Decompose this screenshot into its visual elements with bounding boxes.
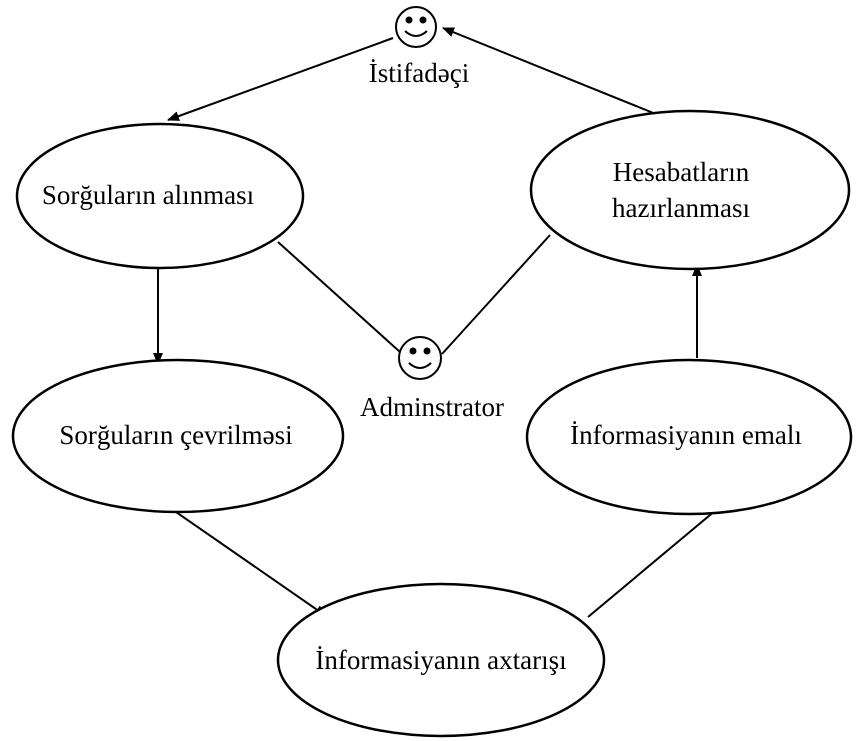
node-sorgularin-cevrilmesi: Sorğuların çevrilməsi <box>11 358 345 514</box>
actor-label: Adminstrator <box>360 392 504 422</box>
smiley-face-icon <box>398 336 442 380</box>
node-shape <box>525 358 853 516</box>
node-label-line2: hazırlanması <box>612 193 750 223</box>
node-label: İnformasiyanın axtarışı <box>315 645 566 675</box>
smiley-face-icon <box>395 6 437 48</box>
node-label: Sorğuların çevrilməsi <box>59 420 292 450</box>
node-shape <box>276 582 606 738</box>
edge-user-to-receive <box>167 37 394 121</box>
node-sorgularin-alinmasi: Sorğuların alınması <box>15 122 305 270</box>
edge-search-to-process <box>587 499 729 618</box>
node-shape <box>11 358 345 514</box>
node-shape <box>529 109 851 271</box>
actor-label: İstifadəçi <box>369 58 469 88</box>
actor-admin: Adminstrator <box>360 336 504 422</box>
node-informasiyanin-axtarisi: İnformasiyanın axtarışı <box>276 582 606 738</box>
node-hesabatlarin-hazirlanmasi: Hesabatların hazırlanması <box>529 109 851 271</box>
node-informasiyanin-emali: İnformasiyanın emalı <box>525 358 853 516</box>
assoc-reports-admin <box>441 234 551 355</box>
node-label: İnformasiyanın emalı <box>570 420 802 450</box>
edge-reports-to-user <box>442 27 684 126</box>
edge-convert-to-search <box>162 502 327 617</box>
node-label-line1: Hesabatların <box>613 157 750 187</box>
node-shape <box>15 122 305 270</box>
node-label: Sorğuların alınması <box>42 180 254 210</box>
assoc-receive-admin <box>277 241 401 353</box>
actor-user: İstifadəçi <box>369 6 469 88</box>
